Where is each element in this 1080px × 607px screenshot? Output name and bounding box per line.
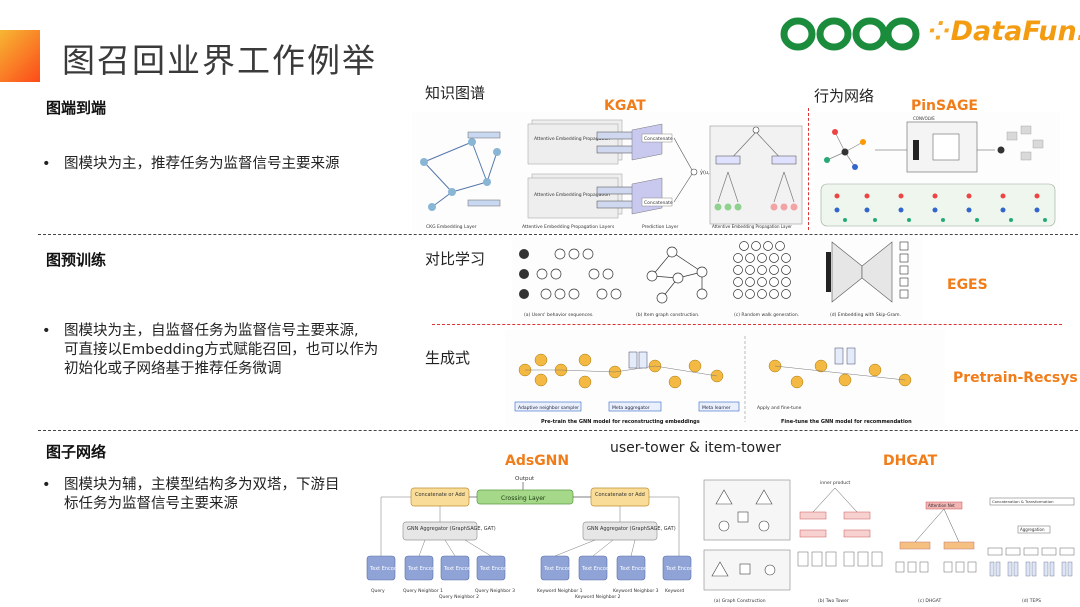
datafun-wordmark: DataFun. (950, 16, 1080, 47)
svg-text:CONVOLVE: CONVOLVE (913, 116, 935, 121)
svg-text:Concatenate: Concatenate (644, 200, 673, 206)
section-heading-pretrain: 图预训练 (46, 251, 107, 269)
tower-label: user-tower & item-tower (610, 440, 781, 456)
svg-text:Text Encoder: Text Encoder (479, 566, 513, 572)
svg-text:Text Encoder: Text Encoder (581, 566, 615, 572)
section-bullet-end-to-end: •图模块为主，推荐任务为监督信号主要来源 (42, 156, 340, 172)
svg-text:Attention Net: Attention Net (928, 503, 955, 508)
section-heading-end-to-end: 图端到端 (46, 99, 107, 117)
svg-text:Text Encoder: Text Encoder (407, 566, 441, 572)
section-heading-subnetwork: 图子网络 (46, 443, 107, 461)
svg-text:Concatenate or Add: Concatenate or Add (415, 492, 465, 498)
svg-text:(a) Graph Construction: (a) Graph Construction (714, 598, 766, 604)
svg-text:Apply and fine-tune: Apply and fine-tune (757, 405, 802, 411)
svg-text:Keyword Neighbor 2: Keyword Neighbor 2 (575, 594, 621, 600)
adsgnn-label: AdsGNN (505, 453, 570, 469)
svg-text:Query Neighbor 1: Query Neighbor 1 (403, 588, 443, 594)
svg-text:Output: Output (515, 476, 535, 482)
bullet-dot-icon: • (42, 477, 51, 493)
svg-text:Meta aggregator: Meta aggregator (612, 405, 650, 411)
svg-text:Fine-tune the GNN model for re: Fine-tune the GNN model for recommendati… (781, 419, 912, 425)
svg-text:(d) Embedding with Skip-Gram.: (d) Embedding with Skip-Gram. (830, 312, 901, 318)
datafun-logo: ⁘DataFun. (928, 16, 1080, 47)
svg-text:Prediction Layer: Prediction Layer (642, 224, 678, 230)
eges-label: EGES (947, 277, 988, 293)
adsgnn-diagram: Output Crossing Layer Concatenate or Add… (366, 476, 695, 600)
knowledge-graph-label: 知识图谱 (425, 84, 486, 102)
title-accent-bar (0, 30, 40, 82)
dhgat-label: DHGAT (883, 453, 938, 469)
svg-text:(c) Random walk generation.: (c) Random walk generation. (734, 312, 799, 318)
pinsage-label: PinSAGE (911, 98, 978, 114)
generative-label: 生成式 (425, 349, 471, 367)
oppo-logo-icon (780, 17, 920, 51)
svg-text:ŷ(u,i): ŷ(u,i) (700, 169, 713, 176)
svg-text:Keyword: Keyword (665, 588, 684, 594)
svg-text:Meta learner: Meta learner (702, 405, 731, 411)
pinsage-diagram: CONVOLVE (815, 112, 1060, 230)
bullet-dot-icon: • (42, 156, 51, 172)
svg-text:Query Neighbor 3: Query Neighbor 3 (475, 588, 515, 594)
red-divider-horizontal (432, 324, 1062, 325)
datafun-mark-icon: ⁘ (928, 16, 951, 47)
svg-text:Pre-train the GNN model for re: Pre-train the GNN model for reconstructi… (541, 419, 700, 425)
svg-text:Text Encoder: Text Encoder (543, 566, 577, 572)
svg-text:Crossing Layer: Crossing Layer (501, 495, 546, 502)
dhgat-diagram: (a) Graph Construction inner product (b)… (703, 479, 1075, 604)
svg-text:(d) TEPS: (d) TEPS (1022, 598, 1041, 604)
behavior-network-label: 行为网络 (814, 87, 875, 105)
section-bullet-subnetwork: •图模块为辅，主模型结构多为双塔，下游目 标任务为监督信号主要来源 (42, 477, 340, 512)
svg-text:Attentive Embedding Propagatio: Attentive Embedding Propagation Layers (522, 224, 615, 230)
svg-text:Text Encoder: Text Encoder (619, 566, 653, 572)
svg-text:Keyword Neighbor 1: Keyword Neighbor 1 (537, 588, 583, 594)
section-divider-2 (38, 430, 1078, 431)
svg-text:(a) Users' behavior sequences.: (a) Users' behavior sequences. (524, 312, 594, 318)
svg-text:Aggregation: Aggregation (1020, 527, 1045, 532)
svg-text:GNN Aggregator (GraphSAGE, GAT: GNN Aggregator (GraphSAGE, GAT) (407, 526, 496, 532)
svg-text:Text Encoder: Text Encoder (369, 566, 403, 572)
svg-text:Keyword Neighbor 3: Keyword Neighbor 3 (613, 588, 659, 594)
svg-text:(b) Item graph construction.: (b) Item graph construction. (636, 312, 700, 318)
red-divider-vertical (808, 108, 809, 230)
svg-text:(c) DHGAT: (c) DHGAT (918, 598, 941, 604)
section-divider-1 (38, 234, 1078, 235)
page-title: 图召回业界工作例举 (62, 41, 377, 80)
svg-text:GNN Aggregator (GraphSAGE, GAT: GNN Aggregator (GraphSAGE, GAT) (587, 526, 676, 532)
svg-text:inner product: inner product (820, 480, 851, 486)
svg-text:Query: Query (371, 588, 385, 594)
svg-text:Attentive Embedding Propagatio: Attentive Embedding Propagation (534, 136, 610, 142)
svg-text:Text Encoder: Text Encoder (665, 566, 695, 572)
svg-text:Attentive Embedding Propagatio: Attentive Embedding Propagation (534, 192, 610, 198)
pretrain-recsys-label: Pretrain-Recsys (953, 370, 1078, 386)
kgat-label: KGAT (604, 98, 646, 114)
pretrain-recsys-diagram: Adaptive neighbor sampler Meta aggregato… (505, 330, 945, 428)
svg-text:Text Encoder: Text Encoder (443, 566, 477, 572)
bullet-dot-icon: • (42, 323, 51, 339)
svg-text:CKG Embedding Layer: CKG Embedding Layer (426, 224, 477, 230)
svg-text:Attentive Embedding Propagatio: Attentive Embedding Propagation Layer (712, 224, 792, 229)
svg-text:Concatenate: Concatenate (644, 136, 673, 142)
svg-text:Concatenate or Add: Concatenate or Add (595, 492, 645, 498)
svg-text:Adaptive neighbor sampler: Adaptive neighbor sampler (518, 405, 579, 411)
svg-text:(b) Two Tower: (b) Two Tower (818, 598, 849, 604)
eges-diagram: (a) Users' behavior sequences. (b) Item … (512, 238, 922, 320)
contrastive-label: 对比学习 (425, 250, 486, 268)
section-bullet-pretrain: •图模块为主，自监督任务为监督信号主要来源, 可直接以Embedding方式赋能… (42, 323, 379, 377)
svg-text:Query Neighbor 2: Query Neighbor 2 (439, 594, 479, 600)
svg-text:Concatenation & Transformation: Concatenation & Transformation (992, 499, 1054, 504)
kgat-diagram: CKG Embedding Layer Attentive Embedding … (412, 112, 804, 232)
